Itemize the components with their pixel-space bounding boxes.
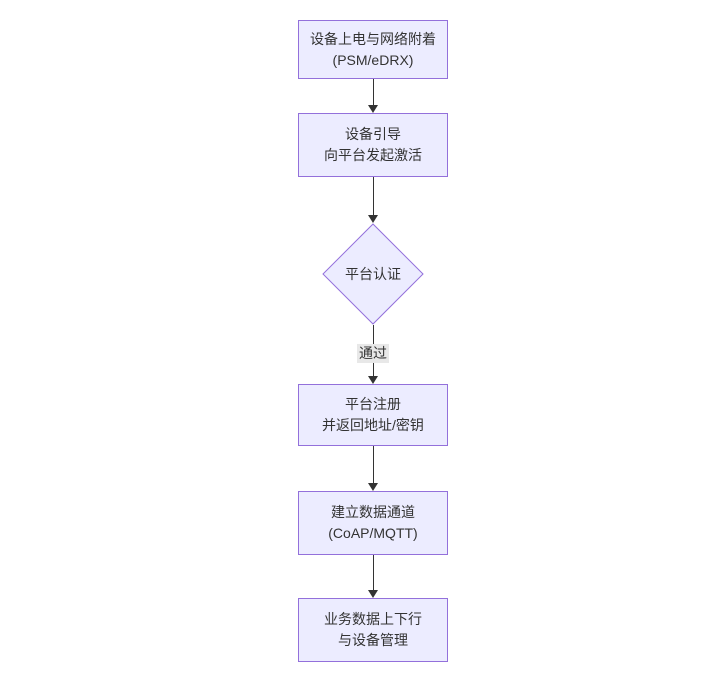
node-data-channel: 建立数据通道 (CoAP/MQTT) (298, 491, 448, 555)
edge-bootstrap-to-auth (368, 177, 378, 223)
node-platform-auth-decision: 平台认证 (322, 223, 424, 325)
edge-line (372, 79, 374, 105)
arrow-down-icon (368, 376, 378, 384)
node-platform-register: 平台注册 并返回地址/密钥 (298, 384, 448, 446)
arrow-down-icon (368, 590, 378, 598)
edge-register-to-channel (368, 446, 378, 491)
diamond-shape (322, 223, 424, 325)
arrow-down-icon (368, 483, 378, 491)
arrow-down-icon (368, 105, 378, 113)
node-text-line: 向平台发起激活 (324, 147, 422, 163)
edge-line (372, 177, 374, 215)
node-device-power-attach: 设备上电与网络附着 (PSM/eDRX) (298, 20, 448, 79)
edge-attach-to-bootstrap (368, 79, 378, 113)
edge-channel-to-business (368, 555, 378, 598)
node-text-line: 设备引导 (345, 126, 401, 142)
node-text-line: 平台认证 (345, 266, 401, 282)
edge-auth-to-register: 通过 (357, 325, 389, 384)
node-text-line: (CoAP/MQTT) (328, 525, 418, 541)
node-text-line: 设备上电与网络附着 (310, 30, 436, 47)
edge-line (372, 555, 374, 590)
node-text-line: 与设备管理 (338, 632, 408, 648)
node-text-line: (PSM/eDRX) (332, 51, 414, 68)
node-business-data: 业务数据上下行 与设备管理 (298, 598, 448, 662)
edge-label-pass: 通过 (357, 343, 389, 363)
edge-line (372, 446, 374, 483)
arrow-down-icon (368, 215, 378, 223)
node-text-line: 业务数据上下行 (324, 611, 422, 627)
node-text-line: 平台注册 (345, 396, 401, 412)
flowchart-column: 设备上电与网络附着 (PSM/eDRX) 设备引导 向平台发起激活 平台认证 (10, 20, 726, 662)
node-device-bootstrap: 设备引导 向平台发起激活 (298, 113, 448, 177)
node-text-line: 建立数据通道 (331, 504, 415, 520)
node-text-line: 并返回地址/密钥 (322, 417, 424, 433)
